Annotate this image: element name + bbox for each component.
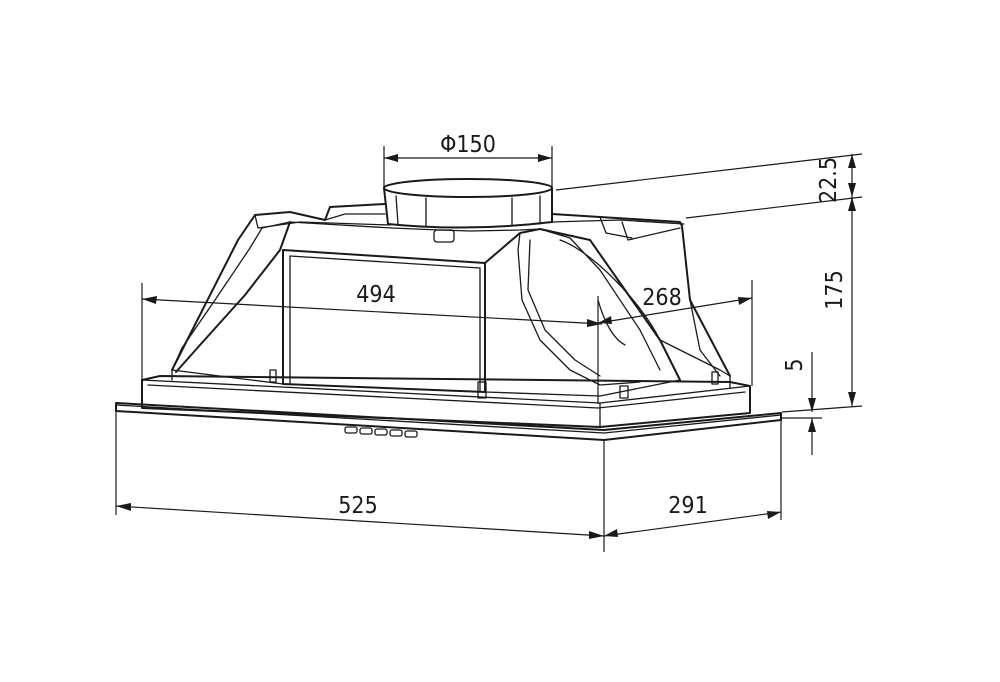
extension-lines-right — [555, 153, 863, 419]
label-body-depth: 268 — [642, 285, 682, 311]
dimension-body-width: 494 — [141, 282, 603, 382]
label-plate-depth: 291 — [668, 493, 708, 519]
dimension-body-height: 175 — [822, 197, 856, 406]
label-body-height: 175 — [822, 270, 848, 310]
hood-body — [171, 203, 731, 399]
label-body-width: 494 — [356, 282, 396, 308]
label-plate-width: 525 — [338, 493, 378, 519]
control-buttons — [344, 426, 418, 438]
body-frame — [141, 370, 751, 428]
label-plate-thickness: 5 — [782, 358, 808, 371]
dimension-body-depth: 268 — [597, 280, 753, 404]
dimension-duct-diameter: Φ150 — [383, 132, 553, 188]
dimension-plate-thickness: 5 — [782, 352, 816, 455]
dimension-plate-depth: 291 — [603, 420, 782, 537]
label-duct-diameter: Φ150 — [440, 132, 496, 158]
label-duct-height: 22.5 — [816, 157, 842, 203]
duct-collar — [383, 178, 553, 229]
dimension-duct-height: 22.5 — [816, 154, 856, 203]
dimension-plate-width: 525 — [115, 411, 605, 552]
